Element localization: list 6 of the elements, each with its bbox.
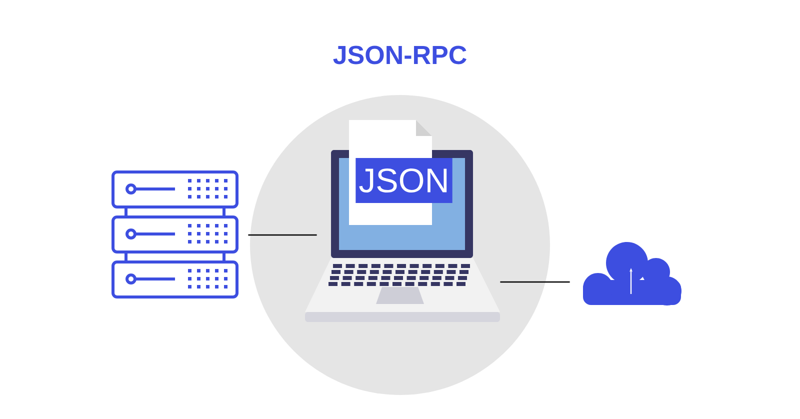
json-label: JSON (356, 158, 452, 203)
cloud-icon (583, 242, 682, 306)
title: JSON-RPC (333, 46, 466, 64)
connector-line (248, 234, 317, 236)
connector-line (500, 281, 570, 283)
server-drawing (112, 170, 238, 298)
